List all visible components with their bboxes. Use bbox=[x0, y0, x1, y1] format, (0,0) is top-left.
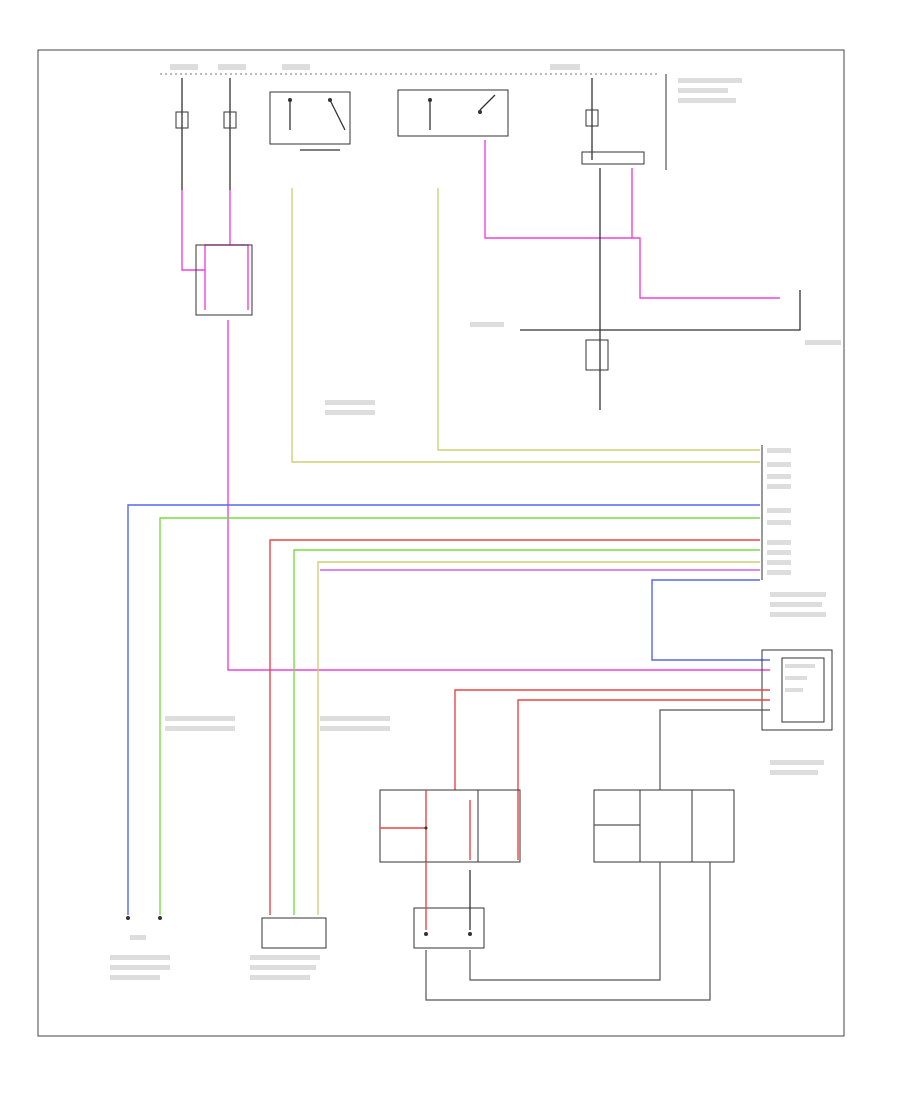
blue-wire-ecm bbox=[651, 579, 770, 661]
splice-block bbox=[581, 151, 645, 165]
ecm-label-1 bbox=[770, 760, 824, 765]
sensor-left bbox=[110, 916, 170, 980]
lower-relay-left bbox=[379, 789, 521, 863]
junction-block-left bbox=[195, 244, 253, 316]
ground-right-label bbox=[805, 340, 841, 345]
relay-1 bbox=[269, 91, 351, 151]
fuse-right bbox=[585, 109, 599, 127]
red-wire-a bbox=[269, 539, 760, 915]
top-right-note-2 bbox=[678, 88, 728, 93]
fuse-feed-2 bbox=[218, 64, 246, 70]
pink-wire-relay bbox=[484, 140, 780, 299]
top-right-note-3 bbox=[678, 98, 736, 103]
note-line-2 bbox=[325, 410, 375, 415]
yellow-wire-b bbox=[317, 561, 760, 915]
note-line-1 bbox=[325, 400, 375, 405]
green-wire-b bbox=[293, 549, 760, 915]
green-wire bbox=[159, 517, 760, 915]
note-green-2 bbox=[165, 726, 235, 731]
fuse-mid bbox=[223, 111, 237, 129]
sensor-right bbox=[250, 917, 327, 980]
note-yellow bbox=[320, 716, 390, 721]
diagram-frame bbox=[37, 49, 845, 1037]
ecm-label-2 bbox=[770, 770, 818, 775]
note-green bbox=[165, 716, 235, 721]
note-yellow-2 bbox=[320, 726, 390, 731]
red-wire-b bbox=[454, 689, 770, 790]
fuse-feed-3 bbox=[282, 64, 310, 70]
pink-wire-trunk bbox=[204, 270, 770, 671]
fuse-feed-1 bbox=[170, 64, 198, 70]
red-wire-c bbox=[517, 699, 770, 860]
fuse-feed-4 bbox=[550, 64, 580, 70]
top-right-note bbox=[678, 78, 742, 83]
pink-wire-left bbox=[181, 190, 249, 310]
fuse-left bbox=[175, 111, 189, 129]
ecm-block bbox=[761, 649, 833, 731]
relay-2 bbox=[397, 89, 509, 137]
switch-block bbox=[413, 862, 485, 949]
pcm-connector bbox=[761, 445, 826, 617]
yellow-wire-left bbox=[291, 188, 760, 463]
splice-connector bbox=[585, 339, 609, 371]
bottom-loop bbox=[425, 862, 711, 1001]
blue-wire bbox=[127, 504, 760, 915]
grey-wire-ecm bbox=[659, 709, 770, 790]
lower-relay-right bbox=[593, 789, 735, 863]
ground-branch bbox=[520, 290, 801, 331]
ground-label bbox=[470, 322, 504, 327]
yellow-wire-right bbox=[437, 188, 760, 451]
